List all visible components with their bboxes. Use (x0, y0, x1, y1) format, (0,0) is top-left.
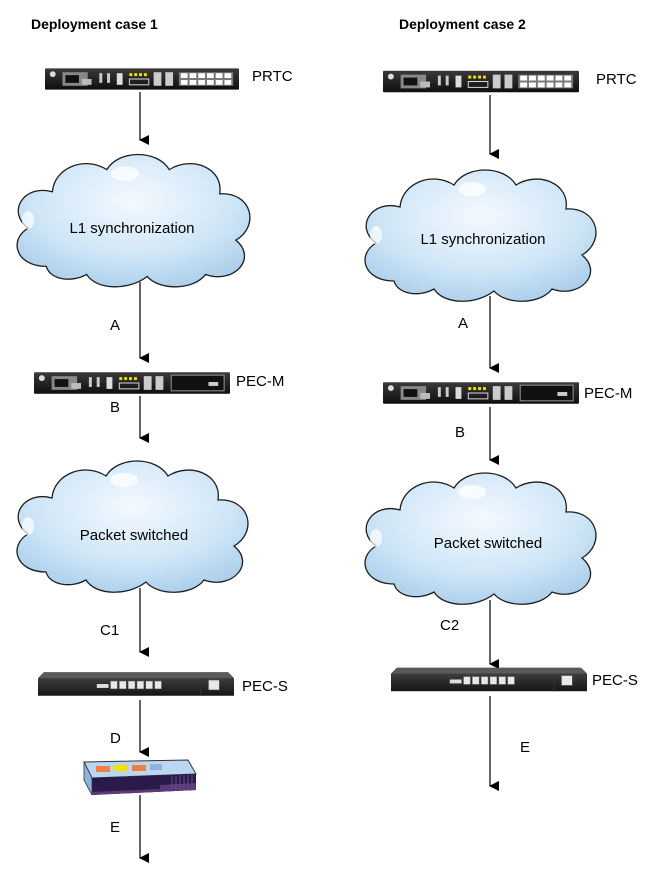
case-1-pecm-device-icon (34, 371, 230, 395)
case-1-pecs-label: PEC-S (242, 678, 288, 695)
case-2-interface-c2-label: C2 (440, 617, 459, 634)
case-2-l1-sync-label: L1 synchronization (420, 231, 545, 248)
case-2-interface-b-label: B (455, 424, 465, 441)
case-1-packet-label: Packet switched (80, 527, 188, 544)
case-1-interface-e-label: E (110, 819, 120, 836)
case-1-prtc-label: PRTC (252, 68, 293, 85)
case-1-interface-b-label: B (110, 399, 120, 416)
case-1-interface-a-label: A (110, 317, 120, 334)
case-2-pecm-label: PEC-M (584, 385, 632, 402)
case-1-prtc-device-icon (45, 67, 239, 91)
case-2-packet-label: Packet switched (434, 535, 542, 552)
case-1: Deployment case 1 PRTC L1 synchronizatio… (16, 16, 293, 863)
case-1-end-device-icon (83, 759, 197, 796)
case-1-interface-c1-label: C1 (100, 622, 119, 639)
case-2-title: Deployment case 2 (399, 16, 526, 32)
case-1-interface-d-label: D (110, 730, 121, 747)
case-2-prtc-label: PRTC (596, 71, 637, 88)
case-2-pecm-device-icon (383, 381, 579, 405)
case-2-pecs-label: PEC-S (592, 672, 638, 689)
case-1-pecs-device-icon (38, 671, 234, 697)
case-2-pecs-device-icon (391, 667, 587, 692)
case-1-pecm-label: PEC-M (236, 373, 284, 390)
case-2-interface-a-label: A (458, 315, 468, 332)
case-1-title: Deployment case 1 (31, 16, 158, 32)
case-1-l1-sync-label: L1 synchronization (69, 220, 194, 237)
case-2: Deployment case 2 PRTC L1 synchronizatio… (364, 16, 638, 791)
case-2-prtc-device-icon (383, 70, 579, 93)
case-2-interface-e-label: E (520, 739, 530, 756)
